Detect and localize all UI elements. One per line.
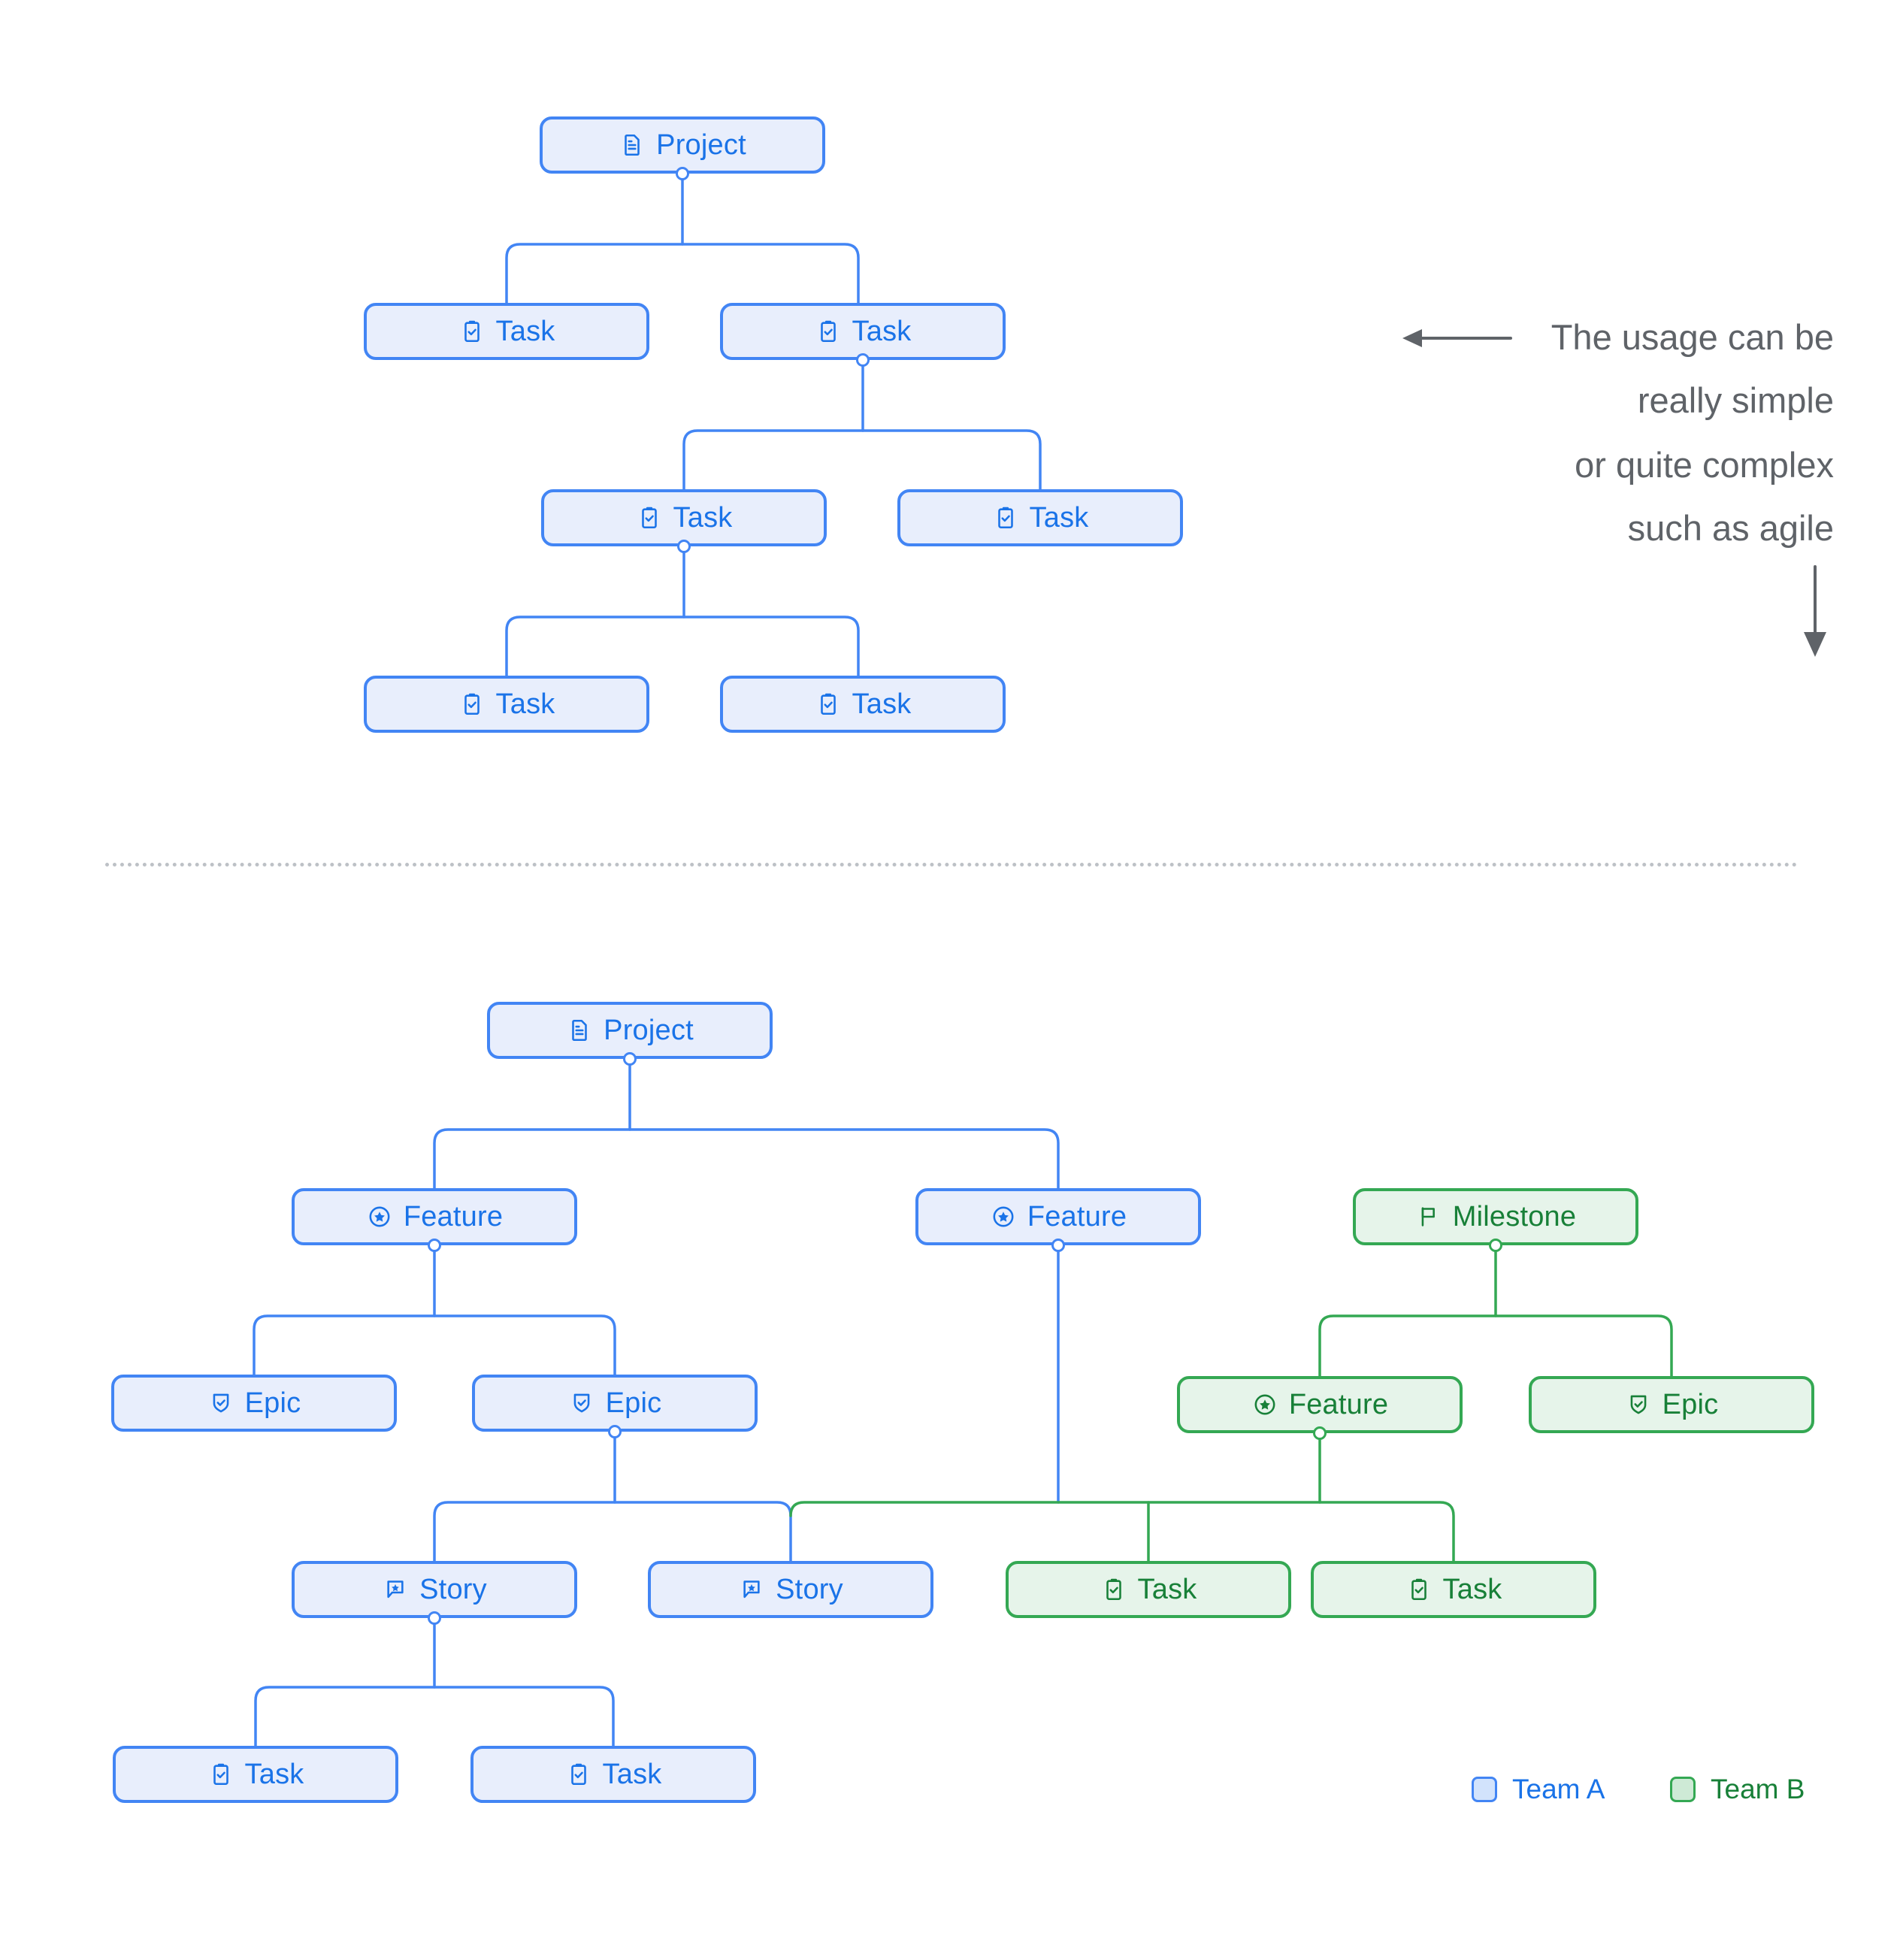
node-label: Task [602,1758,662,1790]
node-label: Task [1137,1573,1197,1605]
node-label: Task [495,688,555,720]
edge-task3-to-tasks [505,616,860,677]
edge-project-to-tasks [505,243,860,304]
annotation-line-3: or quite complex [1575,445,1834,485]
simple-diagram-connectors [505,178,1042,677]
arrow-down-icon [1804,565,1826,657]
node-label: Task [1029,501,1089,534]
node-port [1313,1426,1327,1440]
clipboard-check-icon [458,318,486,345]
edge-task2-to-tasks [682,429,1042,491]
annotation-line-4: such as agile [1627,508,1834,548]
edge-a-shared-bus [789,1501,1455,1562]
shield-check-icon [1625,1391,1652,1418]
legend-item-team-a[interactable]: Team A [1472,1774,1605,1805]
edge-a-feature1-to-epics [253,1314,616,1376]
node-label: Epic [244,1387,301,1419]
node-port [1051,1239,1065,1252]
node-task[interactable]: Task [720,676,1006,733]
section-divider [105,863,1798,867]
node-task[interactable]: Task [364,303,649,360]
story-bubble-icon [382,1576,409,1603]
edge-a-project-to-features [433,1128,1060,1190]
node-label: Task [852,315,912,347]
node-epic[interactable]: Epic [111,1375,397,1432]
clipboard-check-icon [1405,1576,1433,1603]
node-label: Feature [1288,1388,1389,1420]
node-task[interactable]: Task [1311,1561,1596,1618]
node-port [623,1052,637,1066]
node-label: Task [1442,1573,1502,1605]
node-label: Epic [1662,1388,1719,1420]
node-label: Project [604,1014,694,1046]
document-icon [619,132,646,159]
node-port [856,353,870,367]
node-task[interactable]: Task [364,676,649,733]
annotation-line-1: The usage can be [1551,317,1834,357]
edge-a-milestone-to-children [1318,1314,1673,1378]
square-swatch-icon [1472,1777,1497,1802]
node-label: Task [852,688,912,720]
legend-label: Team B [1711,1774,1805,1804]
node-label: Story [776,1573,843,1605]
star-circle-icon [366,1203,393,1230]
node-feature[interactable]: Feature [292,1188,577,1245]
shield-check-icon [207,1390,234,1417]
node-port [428,1611,441,1625]
edge-a-epic2-to-stories [433,1501,792,1562]
node-task[interactable]: Task [113,1746,398,1803]
node-label: Epic [605,1387,662,1419]
node-story[interactable]: Story [648,1561,933,1618]
shield-check-icon [568,1390,595,1417]
legend-item-team-b[interactable]: Team B [1670,1774,1805,1805]
star-circle-icon [990,1203,1017,1230]
star-circle-icon [1251,1391,1278,1418]
node-label: Feature [1027,1200,1127,1233]
node-epic[interactable]: Epic [1529,1376,1814,1433]
node-task[interactable]: Task [1006,1561,1291,1618]
clipboard-check-icon [565,1761,592,1788]
node-label: Task [673,501,733,534]
node-task[interactable]: Task [470,1746,756,1803]
node-port [1489,1239,1502,1252]
node-task[interactable]: Task [720,303,1006,360]
document-icon [566,1017,593,1044]
node-port [428,1239,441,1252]
node-task[interactable]: Task [897,489,1183,546]
node-project[interactable]: Project [487,1002,773,1059]
node-label: Milestone [1452,1200,1577,1233]
node-milestone[interactable]: Milestone [1353,1188,1638,1245]
square-swatch-icon [1670,1777,1696,1802]
node-port [676,167,689,180]
clipboard-check-icon [992,504,1019,531]
node-port [677,540,691,553]
legend-label: Team A [1512,1774,1605,1804]
annotation-line-2: really simple [1637,380,1834,420]
node-label: Task [244,1758,304,1790]
arrow-left-icon [1402,329,1512,347]
clipboard-check-icon [1100,1576,1127,1603]
node-label: Story [419,1573,487,1605]
node-project[interactable]: Project [540,116,825,174]
story-bubble-icon [738,1576,765,1603]
clipboard-check-icon [458,691,486,718]
node-label: Project [656,129,746,161]
node-epic[interactable]: Epic [472,1375,758,1432]
node-story[interactable]: Story [292,1561,577,1618]
clipboard-check-icon [815,691,842,718]
node-feature[interactable]: Feature [915,1188,1201,1245]
edge-a-story1-to-tasks [254,1686,615,1747]
node-label: Feature [403,1200,504,1233]
flag-icon [1415,1203,1442,1230]
node-port [608,1425,622,1438]
node-task[interactable]: Task [541,489,827,546]
clipboard-check-icon [815,318,842,345]
clipboard-check-icon [207,1761,234,1788]
node-feature[interactable]: Feature [1177,1376,1463,1433]
clipboard-check-icon [636,504,663,531]
node-label: Task [495,315,555,347]
